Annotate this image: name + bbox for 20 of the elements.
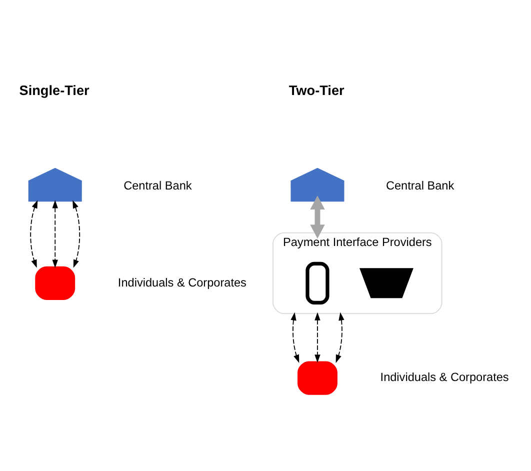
node-label: Central Bank xyxy=(386,178,454,193)
arrow xyxy=(52,200,58,268)
node-phone xyxy=(306,262,330,304)
cluster: Payment Interface Providers xyxy=(272,232,442,314)
arrow xyxy=(314,312,320,363)
node-label: Individuals & Corporates xyxy=(118,275,246,290)
arrow xyxy=(310,196,325,239)
node-bank xyxy=(290,168,344,202)
arrow xyxy=(72,200,80,268)
node-laptop xyxy=(359,268,414,298)
node-label: Central Bank xyxy=(124,178,192,193)
arrow xyxy=(336,312,344,363)
node-person xyxy=(298,361,338,395)
arrow xyxy=(30,200,38,268)
arrow xyxy=(290,312,300,363)
label: Single-Tier xyxy=(19,83,90,98)
node-label: Individuals & Corporates xyxy=(380,370,509,384)
node-person xyxy=(35,266,76,300)
node-bank xyxy=(28,168,82,202)
label: Two-Tier xyxy=(288,83,344,98)
